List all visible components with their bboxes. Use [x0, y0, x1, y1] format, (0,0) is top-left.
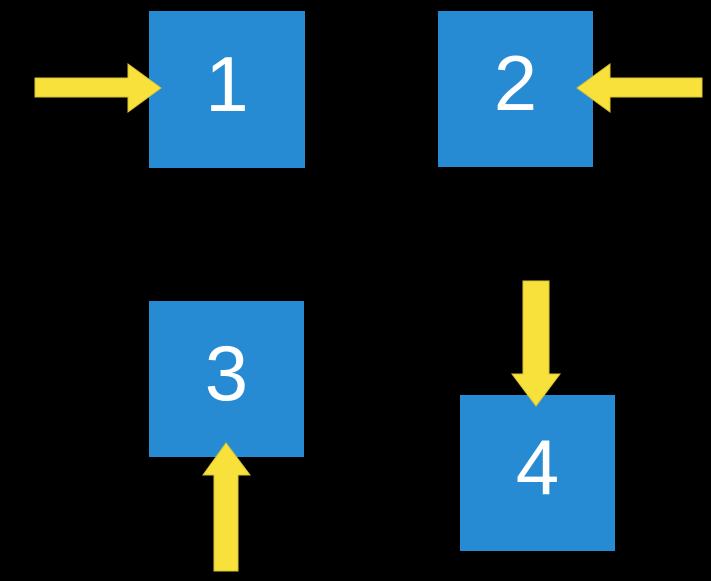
box-2-label: 2: [493, 39, 538, 127]
box-2: 2: [438, 11, 593, 167]
box-4-label: 4: [515, 423, 560, 511]
box-1-label: 1: [205, 39, 249, 128]
arrow-down-icon: [511, 280, 561, 407]
box-1: 1: [149, 11, 305, 168]
box-3: 3: [149, 301, 304, 457]
arrow-up-icon: [202, 442, 251, 572]
arrow-left-icon: [576, 63, 703, 113]
box-3-label: 3: [204, 329, 249, 417]
box-4: 4: [460, 395, 615, 551]
arrow-right-icon: [34, 63, 162, 113]
